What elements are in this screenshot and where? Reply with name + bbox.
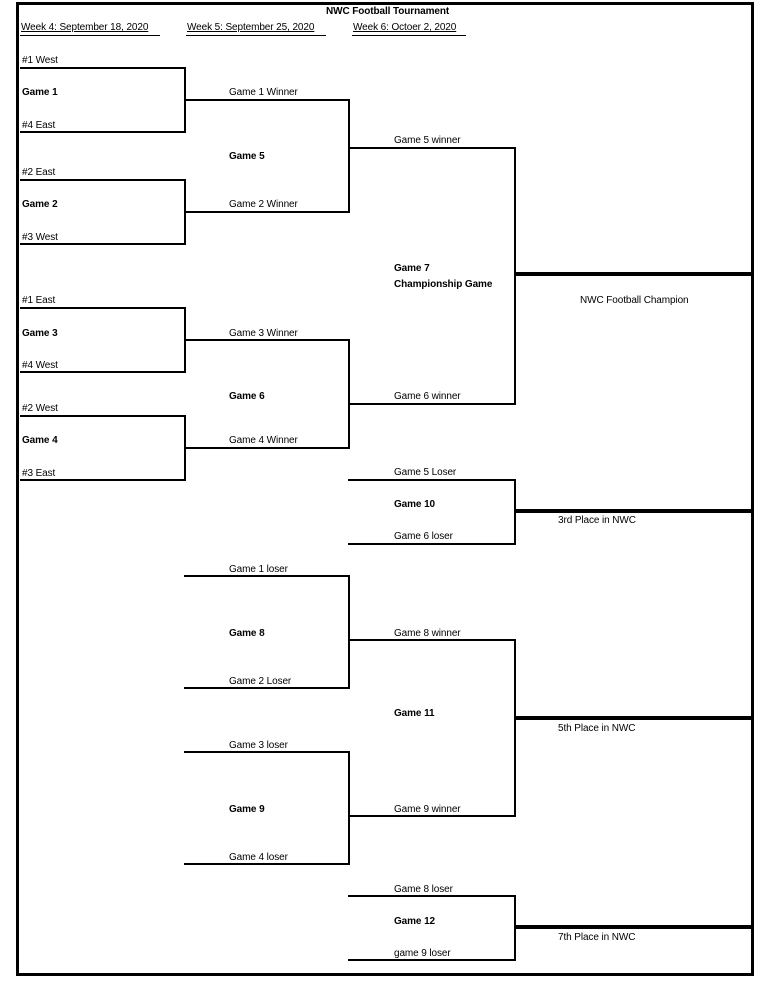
page-title: NWC Football Tournament — [326, 6, 450, 17]
game7-bottom-line — [348, 403, 516, 405]
game5-team-top: Game 1 Winner — [229, 87, 298, 98]
game6-top-line — [184, 339, 350, 341]
game3-label: Game 3 — [22, 328, 58, 339]
seventh-place-label: 7th Place in NWC — [558, 932, 636, 943]
game5-team-bottom: Game 2 Winner — [229, 199, 298, 210]
game2-top-line — [20, 179, 186, 181]
game6-bottom-line — [184, 447, 350, 449]
game8-connector — [348, 575, 350, 689]
game7-connector — [514, 147, 516, 405]
game11-team-bottom: Game 9 winner — [394, 804, 461, 815]
fifth-place-label: 5th Place in NWC — [558, 723, 636, 734]
game5-label: Game 5 — [229, 151, 265, 162]
game9-bottom-line — [184, 863, 350, 865]
week-5-underline — [186, 35, 326, 36]
game7-label: Game 7 — [394, 263, 430, 274]
seventh-place-line — [514, 925, 754, 929]
game3-team-top: #1 East — [22, 295, 56, 306]
game9-connector — [348, 751, 350, 865]
game1-top-line — [20, 67, 186, 69]
game11-connector — [514, 639, 516, 817]
game2-bottom-line — [20, 243, 186, 245]
game8-bottom-line — [184, 687, 350, 689]
champion-label: NWC Football Champion — [580, 295, 689, 306]
game7-team-bottom: Game 6 winner — [394, 391, 461, 402]
game8-top-line — [184, 575, 350, 577]
game11-team-top: Game 8 winner — [394, 628, 461, 639]
game12-label: Game 12 — [394, 916, 435, 927]
game3-bottom-line — [20, 371, 186, 373]
game4-team-bottom: #3 East — [22, 468, 56, 479]
game1-bottom-line — [20, 131, 186, 133]
game10-bottom-line — [348, 543, 516, 545]
week-6-underline — [352, 35, 466, 36]
game10-top-line — [348, 479, 516, 481]
game11-top-line — [348, 639, 516, 641]
game7-top-line — [348, 147, 516, 149]
game1-team-top: #1 West — [22, 55, 58, 66]
champion-line — [514, 272, 754, 276]
game12-team-top: Game 8 loser — [394, 884, 453, 895]
bracket-sheet — [16, 2, 754, 976]
fifth-place-line — [514, 716, 754, 720]
game9-team-bottom: Game 4 loser — [229, 852, 288, 863]
game8-team-top: Game 1 loser — [229, 564, 288, 575]
week-5-header: Week 5: September 25, 2020 — [187, 22, 315, 33]
game9-team-top: Game 3 loser — [229, 740, 288, 751]
game3-team-bottom: #4 West — [22, 360, 58, 371]
game12-bottom-line — [348, 959, 516, 961]
game5-connector — [348, 99, 350, 213]
third-place-label: 3rd Place in NWC — [558, 515, 636, 526]
game4-top-line — [20, 415, 186, 417]
game10-label: Game 10 — [394, 499, 435, 510]
game5-bottom-line — [184, 211, 350, 213]
game1-team-bottom: #4 East — [22, 120, 56, 131]
game9-top-line — [184, 751, 350, 753]
game6-team-bottom: Game 4 Winner — [229, 435, 298, 446]
game4-team-top: #2 West — [22, 403, 58, 414]
game7-team-top: Game 5 winner — [394, 135, 461, 146]
game2-label: Game 2 — [22, 199, 58, 210]
game3-top-line — [20, 307, 186, 309]
game2-team-bottom: #3 West — [22, 232, 58, 243]
game2-team-top: #2 East — [22, 167, 56, 178]
game5-top-line — [184, 99, 350, 101]
game11-label: Game 11 — [394, 708, 435, 719]
game8-team-bottom: Game 2 Loser — [229, 676, 292, 687]
third-place-line — [514, 509, 754, 513]
game4-label: Game 4 — [22, 435, 58, 446]
game4-bottom-line — [20, 479, 186, 481]
game1-label: Game 1 — [22, 87, 58, 98]
game12-top-line — [348, 895, 516, 897]
game10-team-bottom: Game 6 loser — [394, 531, 453, 542]
game11-bottom-line — [348, 815, 516, 817]
week-4-header: Week 4: September 18, 2020 — [21, 22, 149, 33]
game9-label: Game 9 — [229, 804, 265, 815]
game6-team-top: Game 3 Winner — [229, 328, 298, 339]
game8-label: Game 8 — [229, 628, 265, 639]
game7-sublabel: Championship Game — [394, 279, 493, 290]
game12-team-bottom: game 9 loser — [394, 948, 451, 959]
game10-team-top: Game 5 Loser — [394, 467, 457, 478]
week-4-underline — [20, 35, 160, 36]
week-6-header: Week 6: Octoer 2, 2020 — [353, 22, 457, 33]
game6-label: Game 6 — [229, 391, 265, 402]
game6-connector — [348, 339, 350, 449]
